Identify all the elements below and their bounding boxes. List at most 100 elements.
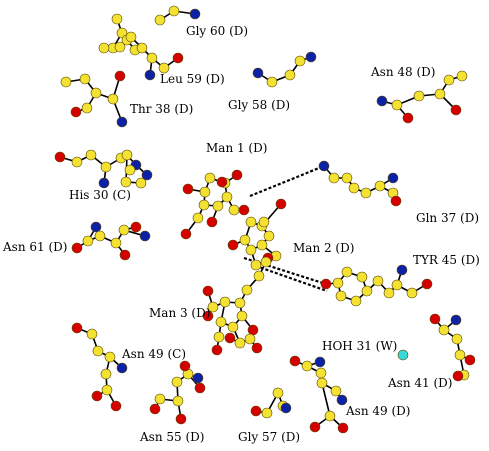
oxygen-atom-asn41 <box>464 354 476 366</box>
carbon-atom-gly57 <box>272 387 284 399</box>
nitrogen-atom-his30 <box>141 169 153 181</box>
label-asn55: Asn 55 (D) <box>139 430 204 444</box>
carbon-atom-asn49c <box>100 368 112 380</box>
carbon-atom-tyr45 <box>406 287 418 299</box>
label-gly60: Gly 60 (D) <box>186 24 248 38</box>
carbon-atom-thr38 <box>90 87 102 99</box>
label-man3: Man 3 (D) <box>149 306 210 320</box>
carbon-atom-thr38 <box>79 73 91 85</box>
carbon-atom-man2 <box>239 234 251 246</box>
oxygen-atom-asn41 <box>452 370 464 382</box>
nitrogen-atom-gly58 <box>252 67 264 79</box>
label-asn49c: Asn 49 (C) <box>121 347 186 361</box>
carbon-atom-asn49d <box>324 410 336 422</box>
carbon-atom-asn49d <box>330 385 342 397</box>
oxygen-atom-man2 <box>227 239 239 251</box>
carbon-atom-man3 <box>260 256 272 268</box>
oxygen-atom-tyr45 <box>320 278 332 290</box>
oxygen-atom-man2 <box>275 198 287 210</box>
oxygen-atom-asn49c <box>110 400 122 412</box>
nitrogen-atom-gly57 <box>280 402 292 414</box>
atoms-layer <box>54 5 476 434</box>
carbon-atom-his30 <box>100 161 112 173</box>
label-man2: Man 2 (D) <box>293 241 354 255</box>
nitrogen-atom-asn61 <box>90 221 102 233</box>
carbon-atom-asn49c <box>92 345 104 357</box>
carbon-atom-tyr45 <box>335 290 347 302</box>
nitrogen-atom-asn49d <box>314 356 326 368</box>
carbon-atom-gln37 <box>328 172 340 184</box>
carbon-atom-his30 <box>135 177 147 189</box>
carbon-atom-man3 <box>213 331 225 343</box>
carbon-atom-asn41 <box>454 349 466 361</box>
carbon-atom-man1 <box>199 186 211 198</box>
nitrogen-atom-asn49c <box>116 362 128 374</box>
oxygen-atom-asn49c <box>71 322 83 334</box>
hydrogen-bond-2 <box>243 256 327 286</box>
carbon-atom-man3 <box>253 270 265 282</box>
carbon-atom-tyr45 <box>372 275 384 287</box>
carbon-atom-gly58 <box>294 55 306 67</box>
label-asn49d: Asn 49 (D) <box>345 404 410 418</box>
carbon-atom-asn41 <box>451 333 463 345</box>
carbon-atom-man3 <box>241 284 253 296</box>
carbon-atom-man3 <box>244 333 256 345</box>
nitrogen-atom-gln37 <box>387 172 399 184</box>
carbon-atom-gln37 <box>348 182 360 194</box>
label-thr38: Thr 38 (D) <box>130 102 193 116</box>
oxygen-atom-gly57 <box>250 405 262 417</box>
carbon-atom-man3 <box>234 297 246 309</box>
carbon-atom-asn48 <box>443 74 455 86</box>
oxygen-atom-asn55 <box>175 413 187 425</box>
oxygen-atom-man3 <box>202 310 214 322</box>
nitrogen-atom-gly60 <box>189 8 201 20</box>
carbon-atom-asn61 <box>110 237 122 249</box>
oxygen-atom-man1 <box>231 169 243 181</box>
nitrogen-atom-asn48 <box>376 95 388 107</box>
oxygen-atom-man3 <box>211 344 223 356</box>
carbon-atom-asn55 <box>171 376 183 388</box>
carbon-atom-gln37 <box>360 187 372 199</box>
carbon-atom-man2 <box>250 259 262 271</box>
carbon-atom-man3 <box>227 321 239 333</box>
label-leu59: Leu 59 (D) <box>160 72 225 86</box>
carbon-atom-gly60 <box>111 13 123 25</box>
oxygen-atom-asn61 <box>71 242 83 254</box>
carbon-atom-gly58 <box>266 76 278 88</box>
oxygen-atom-man3 <box>224 332 236 344</box>
carbon-atom-leu59 <box>98 42 110 54</box>
carbon-atom-man3 <box>236 310 248 322</box>
carbon-atom-gly58 <box>284 69 296 81</box>
carbon-atom-asn41 <box>438 324 450 336</box>
carbon-atom-asn55 <box>172 395 184 407</box>
oxygen-atom-asn49d <box>309 421 321 433</box>
oxygen-atom-thr38 <box>70 106 82 118</box>
carbon-atom-his30 <box>71 156 83 168</box>
oxygen-atom-his30 <box>54 151 66 163</box>
carbon-atom-leu59 <box>114 41 126 53</box>
nitrogen-atom-leu59 <box>144 69 156 81</box>
carbon-atom-his30 <box>121 149 133 161</box>
nitrogen-atom-thr38 <box>116 116 128 128</box>
carbon-atom-man3 <box>234 337 246 349</box>
carbon-atom-thr38 <box>60 76 72 88</box>
carbon-atom-asn49c <box>86 328 98 340</box>
oxygen-atom-man1 <box>216 176 228 188</box>
hydrogen-bond-3 <box>255 264 328 293</box>
oxygen-atom-man1 <box>182 183 194 195</box>
carbon-atom-asn49c <box>104 351 116 363</box>
carbon-atom-tyr45 <box>361 285 373 297</box>
oxygen-atom-man1 <box>238 204 250 216</box>
carbon-atom-gln37 <box>374 180 386 192</box>
carbon-atom-leu59 <box>125 31 137 43</box>
carbon-atom-asn48 <box>413 90 425 102</box>
nitrogen-atom-tyr45 <box>396 264 408 276</box>
carbon-atom-asn49c <box>101 384 113 396</box>
label-gly58: Gly 58 (D) <box>228 98 290 112</box>
carbon-atom-leu59 <box>146 52 158 64</box>
oxygen-atom-asn49d <box>337 422 349 434</box>
label-asn41: Asn 41 (D) <box>387 376 452 390</box>
carbon-atom-gly57 <box>261 407 273 419</box>
carbon-atom-asn61 <box>82 235 94 247</box>
carbon-atom-man1 <box>198 199 210 211</box>
